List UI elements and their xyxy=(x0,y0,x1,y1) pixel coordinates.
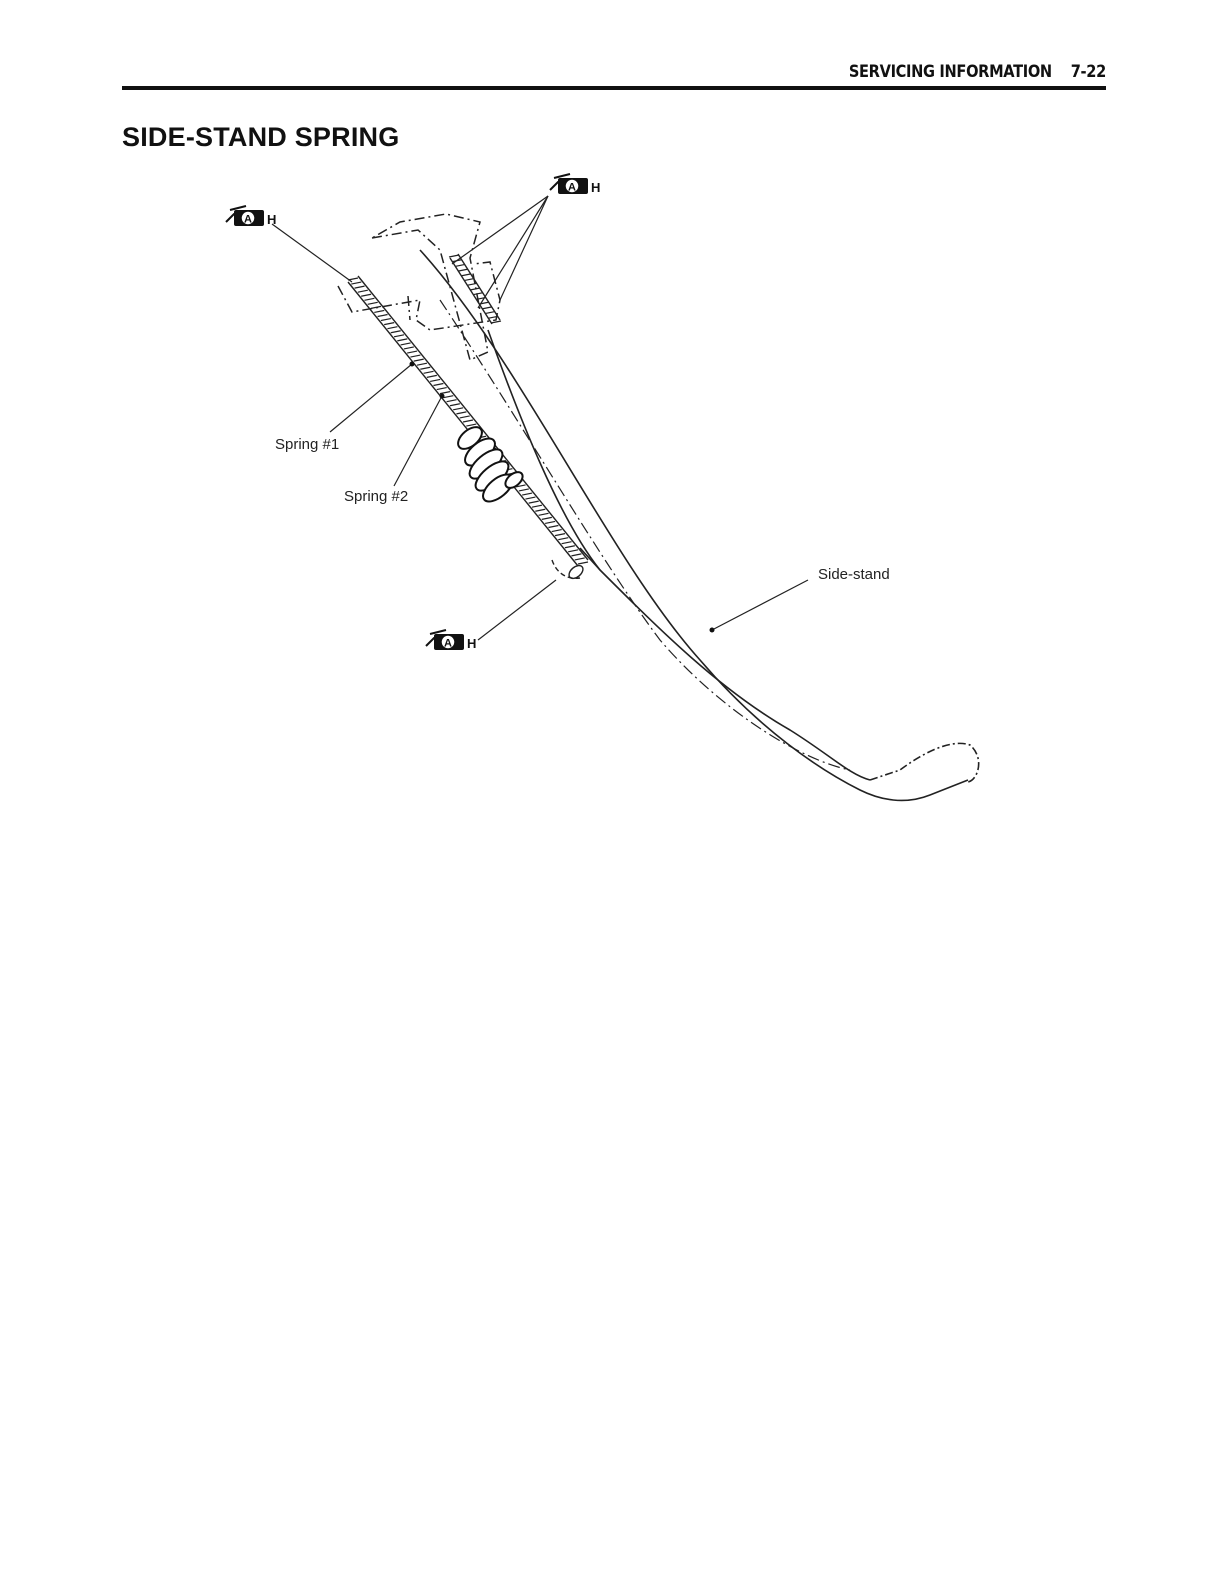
spring-coil-stroke xyxy=(371,306,381,308)
spring-coil-stroke xyxy=(410,355,420,357)
spring-coil-stroke xyxy=(542,517,552,519)
spring-coil-stroke xyxy=(364,298,374,300)
spring-coil-stroke xyxy=(555,534,565,536)
spring-coil-stroke xyxy=(447,400,457,402)
side-stand-label: Side-stand xyxy=(818,566,890,583)
spring-coil-stroke xyxy=(427,375,437,377)
spring-coil-stroke xyxy=(355,286,365,288)
spring-coil-stroke xyxy=(424,371,434,373)
spring-coil-stroke xyxy=(443,396,453,398)
spring-large-coil xyxy=(454,423,525,507)
spring-coil-stroke xyxy=(430,379,440,381)
spring-coil-stroke xyxy=(433,383,443,385)
spring-coil-stroke xyxy=(458,269,468,271)
spring-coil-stroke xyxy=(397,339,407,341)
spring-coil-stroke xyxy=(482,307,492,309)
spring-coil-stroke xyxy=(456,412,466,414)
spring-coil-stroke xyxy=(387,327,397,329)
spring-coil-stroke xyxy=(450,404,460,406)
spring-coil-stroke xyxy=(384,323,394,325)
grease-symbol-icon xyxy=(550,174,600,195)
spring-coil-stroke xyxy=(473,293,483,295)
spring-coil-stroke xyxy=(404,347,414,349)
spring-coil-stroke xyxy=(455,264,465,266)
spring-coil-stroke xyxy=(420,367,430,369)
spring-coil-stroke xyxy=(529,501,539,503)
spring-coil-stroke xyxy=(519,489,529,491)
spring-coil-stroke xyxy=(491,321,501,323)
side-stand-dashdot-line xyxy=(440,300,850,770)
spring-coil-stroke xyxy=(522,493,532,495)
spring-2-label: Spring #2 xyxy=(344,488,408,505)
spring-coil-stroke xyxy=(485,312,495,314)
spring-coil-stroke xyxy=(466,424,476,426)
spring-coil-stroke xyxy=(407,351,417,353)
spring-coil-stroke xyxy=(449,255,459,257)
spring-coil-stroke xyxy=(381,319,391,321)
leader-lines xyxy=(272,196,808,640)
spring-coil-stroke xyxy=(568,550,578,552)
spring-coil-stroke xyxy=(571,554,581,556)
spring-coil-stroke xyxy=(368,302,378,304)
spring-coil-stroke xyxy=(417,363,427,365)
spring-coil-stroke xyxy=(394,335,404,337)
spring-coil-stroke xyxy=(545,521,555,523)
spring-1-label: Spring #1 xyxy=(275,436,339,453)
spring-coil-stroke xyxy=(467,283,477,285)
spring-coil-stroke xyxy=(358,290,368,292)
spring-coil-stroke xyxy=(374,310,384,312)
spring-coil-stroke xyxy=(470,288,480,290)
spring-coil-stroke xyxy=(575,558,585,560)
spring-coil-stroke xyxy=(562,542,572,544)
spring-coil-stroke xyxy=(351,282,361,284)
spring-coil-stroke xyxy=(414,359,424,361)
spring-coil-stroke xyxy=(535,509,545,511)
spring-coil-stroke xyxy=(378,315,388,317)
spring-coil-stroke xyxy=(437,388,447,390)
spring-coil-stroke xyxy=(453,408,463,410)
spring-coil-stroke xyxy=(552,530,562,532)
spring-coil-stroke xyxy=(525,497,535,499)
spring-coil-stroke xyxy=(361,294,371,296)
grease-symbol-icon xyxy=(426,630,476,651)
spring-coil-stroke xyxy=(578,562,588,564)
spring-coil-stroke xyxy=(391,331,401,333)
spring-coil-stroke xyxy=(539,513,549,515)
grease-symbol-icon xyxy=(226,206,276,227)
spring-coil-stroke xyxy=(532,505,542,507)
spring-coil-stroke xyxy=(463,420,473,422)
spring-coil-stroke xyxy=(558,538,568,540)
spring-coil-stroke xyxy=(464,279,474,281)
spring-coil-stroke xyxy=(461,274,471,276)
spring-coil-stroke xyxy=(401,343,411,345)
side-stand-body xyxy=(420,250,979,800)
spring-coil-stroke xyxy=(565,546,575,548)
spring-coil-stroke xyxy=(440,392,450,394)
spring-coil-stroke xyxy=(460,416,470,418)
spring-coil-stroke xyxy=(548,525,558,527)
spring-1-coils xyxy=(348,278,588,564)
